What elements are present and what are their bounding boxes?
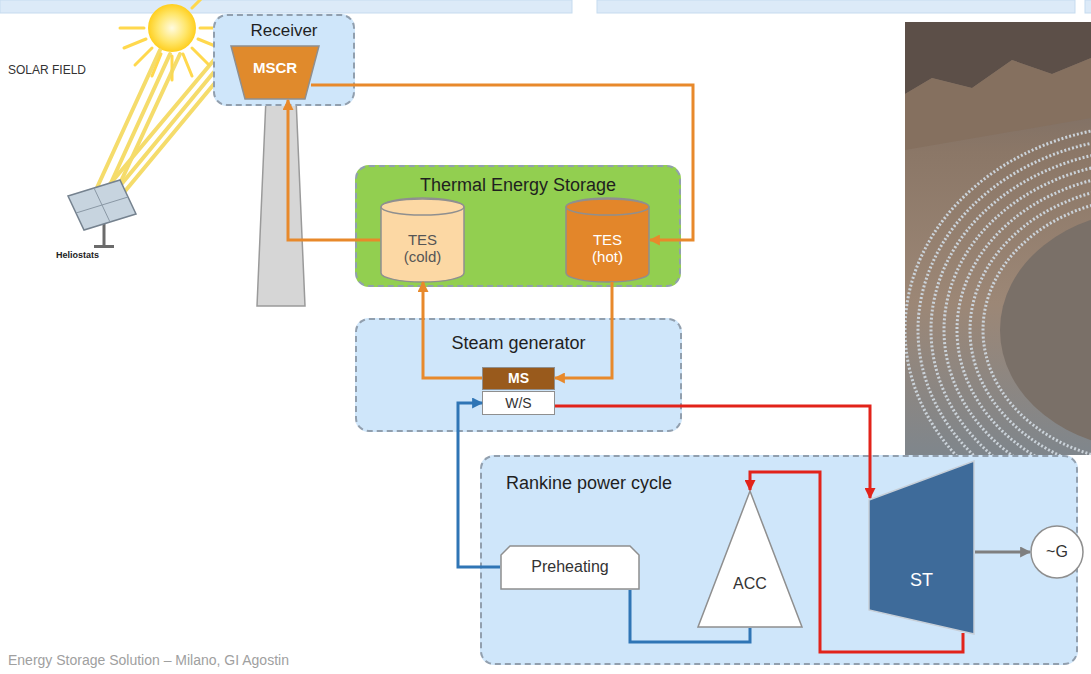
heliostat-ring bbox=[944, 161, 1091, 455]
field-label: SOLAR FIELD bbox=[8, 64, 86, 78]
preheater-box: Preheating bbox=[500, 545, 640, 590]
power-cycle-group: Rankine power cyclePreheatingACC ST ~G bbox=[480, 455, 1078, 665]
mirror-facet-line bbox=[76, 197, 128, 213]
mountain-slope bbox=[905, 58, 1091, 150]
node-label: Preheating bbox=[531, 558, 608, 576]
group-heading: Thermal Energy Storage bbox=[420, 175, 616, 196]
hot-tank: TES (hot) bbox=[565, 198, 650, 282]
node-label: TES (cold) bbox=[395, 231, 451, 266]
reflected-beam bbox=[110, 72, 214, 198]
node-label: TES (hot) bbox=[580, 231, 636, 266]
flow-connector bbox=[555, 282, 612, 378]
flow-connector bbox=[311, 85, 693, 240]
node-label: ACC bbox=[733, 575, 767, 593]
heliostat-post bbox=[103, 222, 106, 246]
heliostat-ring bbox=[905, 125, 1091, 455]
heliostat-mirror bbox=[68, 180, 136, 230]
heliostat-rings bbox=[905, 125, 1091, 455]
turbine-trapezoid bbox=[869, 461, 974, 634]
reflected-beam bbox=[100, 60, 214, 196]
tab-bar bbox=[0, 0, 572, 13]
node-label: MSCR bbox=[253, 59, 297, 76]
flow-connector bbox=[975, 551, 1030, 554]
flow-connector bbox=[630, 590, 750, 642]
turbine-shape: ST bbox=[868, 460, 975, 635]
heliostat-label: Heliostats bbox=[56, 250, 99, 260]
storage-group: Thermal Energy StorageTES (cold) TES (hot… bbox=[355, 165, 681, 287]
receiver-shape: MSCR bbox=[230, 45, 320, 100]
sun-ray bbox=[192, 48, 209, 65]
flow-connector bbox=[750, 472, 963, 652]
water-steam-side: W/S bbox=[482, 391, 555, 415]
sun-ray bbox=[120, 27, 144, 30]
node-label: ST bbox=[910, 570, 933, 591]
group-heading: Steam generator bbox=[451, 333, 585, 354]
chamfered-box bbox=[501, 546, 639, 589]
node-label: MS bbox=[508, 370, 529, 386]
cylinder-top bbox=[381, 199, 464, 215]
node-label: ~G bbox=[1046, 543, 1068, 561]
heliostat-ring bbox=[970, 185, 1091, 455]
tab-bar bbox=[597, 0, 1075, 13]
generator-circle: ~G bbox=[1030, 525, 1084, 579]
flow-connector bbox=[288, 100, 380, 240]
heliostat-ring bbox=[957, 173, 1091, 455]
reflected-beam bbox=[121, 84, 214, 196]
condenser-triangle-outline bbox=[697, 490, 803, 628]
turbine-shape-outline bbox=[868, 460, 975, 635]
site-photo bbox=[905, 22, 1091, 455]
cylinder-top bbox=[566, 199, 649, 215]
sun-ray bbox=[124, 39, 146, 48]
tower-structure bbox=[257, 98, 305, 306]
sun-ray bbox=[135, 48, 152, 65]
heliostat-ring bbox=[931, 149, 1091, 455]
tab-bar bbox=[1085, 0, 1091, 13]
group-heading: Rankine power cycle bbox=[506, 473, 672, 494]
sun bbox=[148, 4, 196, 52]
sun-ray bbox=[192, 0, 209, 8]
flow-connector bbox=[555, 406, 870, 498]
flow-connector bbox=[458, 403, 500, 567]
flow-connector bbox=[423, 282, 482, 378]
cylinder-body bbox=[381, 198, 464, 282]
steam-generator-group: Steam generatorMS W/S bbox=[355, 318, 682, 432]
trapezoid-shape bbox=[231, 46, 319, 99]
receiver-group: ReceiverMSCR bbox=[213, 14, 355, 106]
sun-ray bbox=[183, 54, 192, 76]
cylinder-body bbox=[566, 198, 649, 282]
cold-tank: TES (cold) bbox=[380, 198, 465, 282]
light-beams bbox=[95, 50, 214, 198]
triangle-shape bbox=[698, 491, 802, 627]
molten-salt-side: MS bbox=[482, 367, 555, 390]
group-heading: Receiver bbox=[250, 21, 317, 41]
circle-shape bbox=[1031, 526, 1083, 578]
heliostat-base bbox=[94, 245, 114, 248]
heliostat-ring bbox=[918, 137, 1091, 455]
node-label: W/S bbox=[505, 395, 531, 411]
footer-note: Energy Storage Solution – Milano, GI Ago… bbox=[8, 652, 289, 668]
condenser-triangle: ACC bbox=[697, 490, 803, 628]
heliostat-symbol bbox=[68, 180, 136, 248]
heliostat-ring bbox=[983, 197, 1091, 455]
field-ground bbox=[1000, 210, 1091, 450]
